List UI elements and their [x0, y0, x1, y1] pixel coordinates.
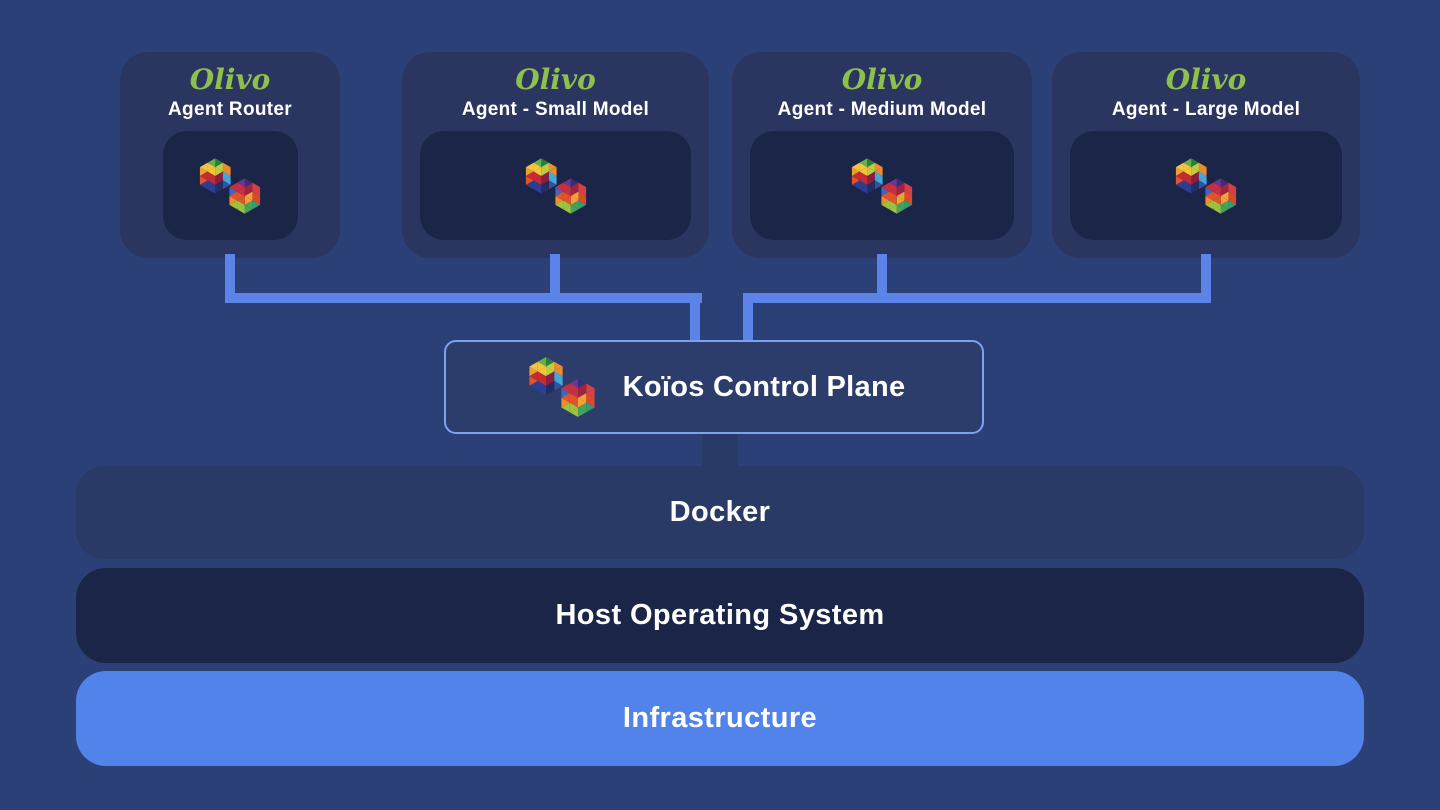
olivo-brand-label: Olivo	[841, 63, 923, 96]
control-plane-title: Koïos Control Plane	[622, 370, 906, 403]
agent-title: Agent - Medium Model	[777, 99, 987, 120]
connector-bus-left	[225, 293, 702, 303]
agent-title: Agent Router	[168, 99, 292, 120]
connector-drop-right	[743, 293, 753, 342]
connector-stub-medium	[877, 254, 887, 296]
agent-card-large-model: Olivo Agent - Large Model	[1052, 52, 1360, 258]
koios-logo-icon	[851, 157, 913, 214]
layer-title: Host Operating System	[555, 599, 885, 631]
olivo-brand-label: Olivo	[515, 63, 596, 96]
agent-title: Agent - Small Model	[461, 99, 650, 120]
layer-title: Docker	[669, 496, 771, 528]
logo-box	[420, 131, 691, 240]
control-plane-box: Koïos Control Plane	[444, 340, 984, 434]
connector-stub-large	[1201, 254, 1211, 296]
logo-box	[1070, 131, 1342, 240]
layer-bar-host-os: Host Operating System	[76, 568, 1364, 663]
agent-title: Agent - Large Model	[1111, 99, 1301, 120]
logo-box	[162, 131, 298, 240]
control-plane-to-docker-stem	[702, 434, 738, 468]
agent-card-medium-model: Olivo Agent - Medium Model	[732, 52, 1032, 258]
agent-card-router: Olivo Agent Router	[120, 52, 340, 258]
agent-card-small-model: Olivo Agent - Small Model	[402, 52, 709, 258]
connector-stub-router	[225, 254, 235, 296]
koios-logo-icon	[528, 356, 595, 418]
layer-title: Infrastructure	[622, 702, 818, 734]
koios-logo-icon	[525, 157, 586, 214]
olivo-brand-label: Olivo	[1165, 63, 1247, 96]
connector-drop-left	[690, 293, 700, 342]
connector-bus-right	[743, 293, 1211, 303]
koios-logo-icon	[1175, 157, 1237, 214]
layer-bar-infrastructure: Infrastructure	[76, 671, 1364, 766]
layer-bar-docker: Docker	[76, 466, 1364, 559]
logo-box	[750, 131, 1014, 240]
koios-logo-icon	[199, 157, 261, 214]
connector-stub-small	[550, 254, 560, 296]
olivo-brand-label: Olivo	[189, 63, 271, 96]
